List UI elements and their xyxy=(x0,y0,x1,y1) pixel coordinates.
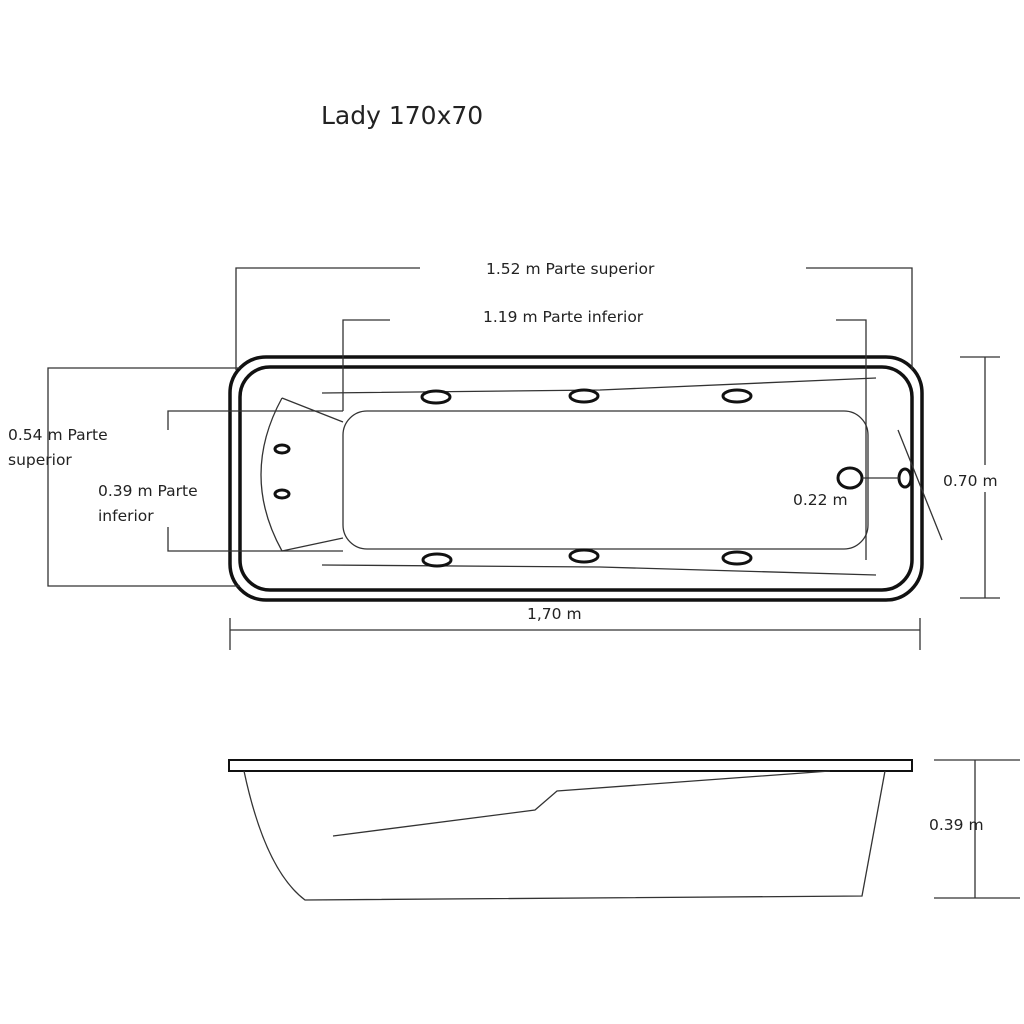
basin-floor xyxy=(342,410,869,550)
outer-rim xyxy=(228,355,924,602)
head-jet-2 xyxy=(273,488,291,500)
headrest xyxy=(260,397,344,552)
head-jet-1 xyxy=(273,443,291,455)
drawing-title: Lady 170x70 xyxy=(321,101,483,130)
side-body xyxy=(243,770,886,901)
label-top-length: 1.52 m Parte superior xyxy=(486,260,655,278)
side-rim xyxy=(228,759,913,772)
jet-top-3 xyxy=(721,388,753,404)
drain xyxy=(836,466,864,490)
jet-top-1 xyxy=(420,389,452,405)
side-view xyxy=(228,759,1020,901)
label-bottom-width-1: 0.39 m Parte xyxy=(98,482,198,500)
label-total-width: 0.70 m xyxy=(943,472,998,490)
label-depth: 0.39 m xyxy=(929,816,984,834)
seat-lines xyxy=(321,377,877,576)
label-top-width-1: 0.54 m Parte xyxy=(8,426,108,444)
label-drain-distance: 0.22 m xyxy=(793,491,848,509)
top-view xyxy=(228,355,943,602)
label-total-length: 1,70 m xyxy=(527,605,582,623)
label-bottom-width-2: inferior xyxy=(98,507,154,525)
label-bottom-length: 1.19 m Parte inferior xyxy=(483,308,644,326)
label-top-width-2: superior xyxy=(8,451,72,469)
side-seat-line xyxy=(332,770,831,837)
jet-bottom-2 xyxy=(568,548,600,564)
overflow xyxy=(897,467,913,489)
jet-bottom-1 xyxy=(421,552,453,568)
dimension-lines xyxy=(47,267,1000,650)
jet-bottom-3 xyxy=(721,550,753,566)
jet-top-2 xyxy=(568,388,600,404)
